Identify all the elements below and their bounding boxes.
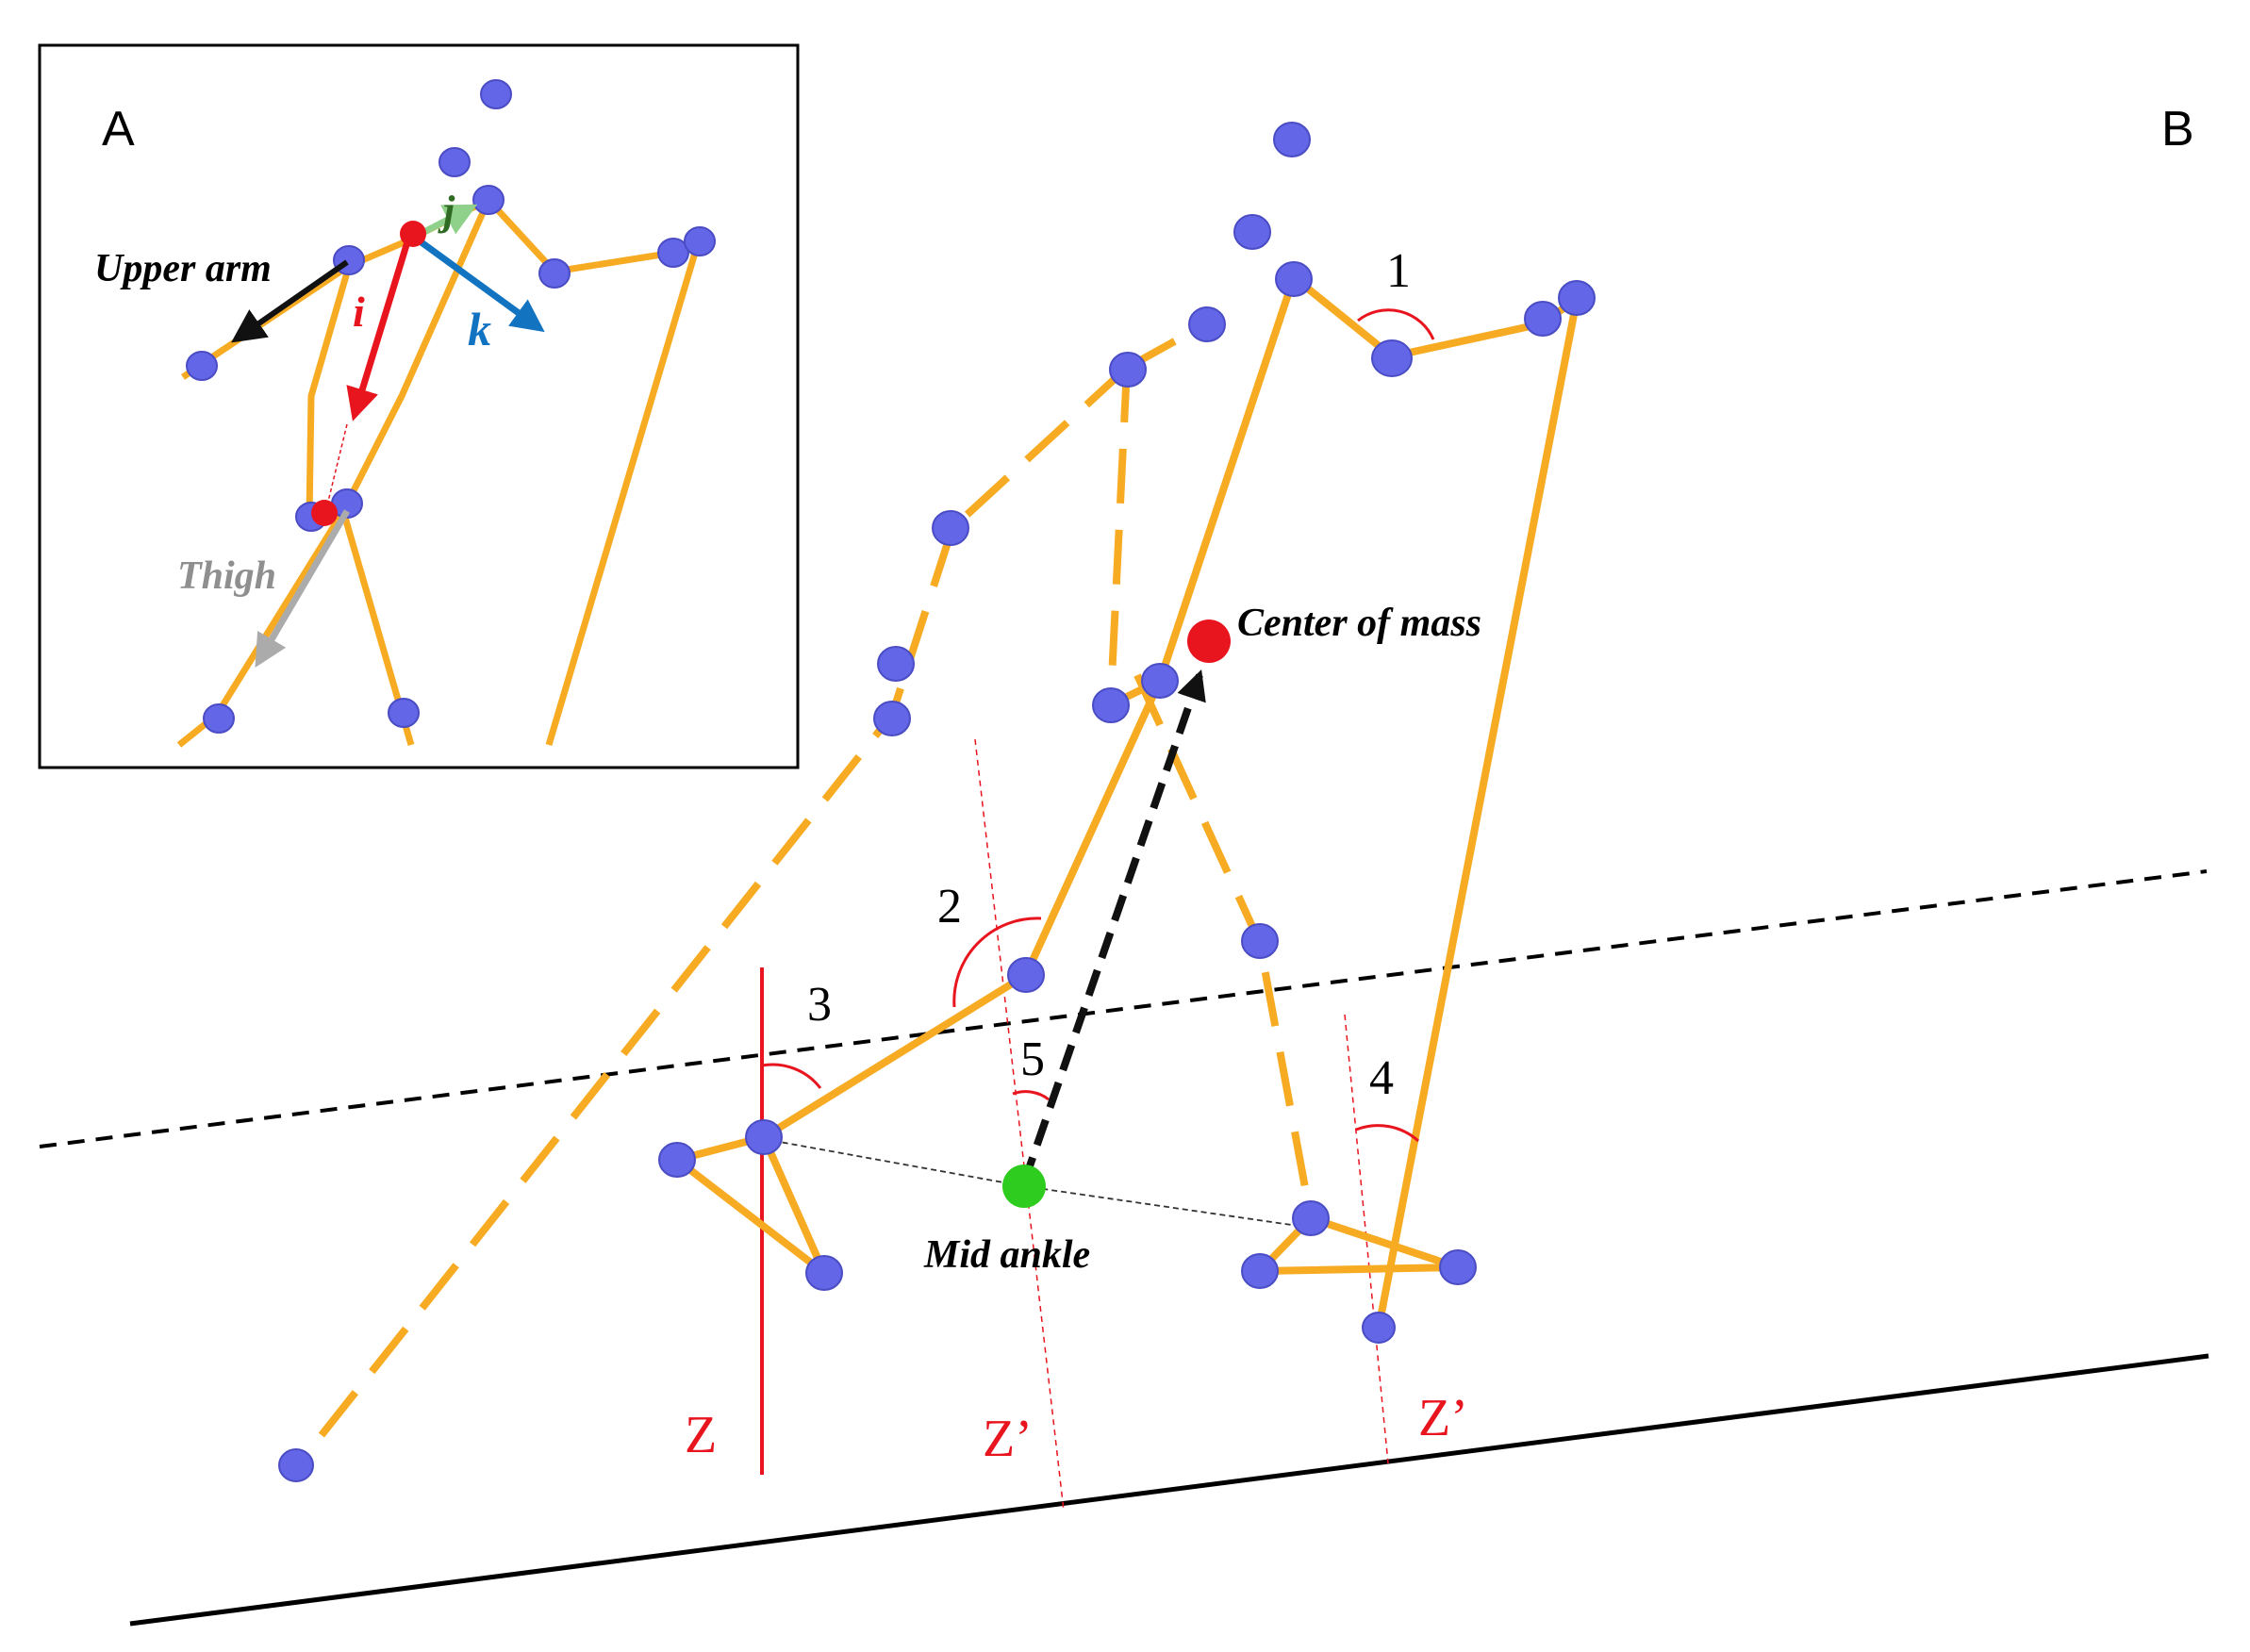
z-prime-label-right: Z’ [1418,1389,1468,1447]
panel-a-label: A [102,102,135,157]
thigh-label: Thigh [177,554,276,598]
panel-a-inset: A Upper arm Thigh i j k [38,43,800,769]
mid-ankle-dot [1002,1165,1046,1208]
panel-b-label: B [2161,102,2194,157]
angle-arc-2 [952,917,1042,1008]
angle-arc-5 [1012,1090,1050,1101]
reference-dashed-line [39,869,2208,1148]
thigh-vector [255,509,351,669]
axis-i-label: i [353,288,365,336]
ground-line [129,1353,2209,1627]
near-side-bones [673,273,1580,1331]
angle-label-5: 5 [1020,1032,1045,1086]
z-prime-label-mid: Z’ [983,1410,1033,1468]
inset-frame [38,43,800,769]
angle-arc-3 [761,1063,822,1089]
z-label: Z [685,1406,717,1464]
angle-label-4: 4 [1369,1051,1394,1105]
angle-label-3: 3 [807,978,832,1032]
angle-arcs [761,308,1435,1143]
angle-label-1: 1 [1386,244,1411,298]
angle-label-2: 2 [937,880,962,933]
axis-i-vector [346,234,413,421]
z-prime-line-right [1344,1014,1389,1464]
z-prime-line-mid [974,738,1065,1512]
upper-arm-label: Upper arm [94,247,272,290]
hip-origin-dot [311,500,338,526]
angle-arc-4 [1355,1124,1420,1143]
shoulder-origin-dot [400,221,426,247]
axis-k-vector [412,235,545,333]
joints-b [278,122,1596,1482]
com-vector-arrow [1020,669,1206,1184]
axis-k-label: k [468,303,491,355]
upper-arm-vector [231,259,349,343]
panel-b: B Center of mass Mid ankle 1 2 3 4 5 Z Z… [39,102,2209,1627]
center-of-mass-dot [1187,620,1231,663]
inset-dashed-extension [325,423,348,510]
mid-ankle-label: Mid ankle [923,1233,1090,1277]
angle-arc-1 [1357,308,1435,340]
center-of-mass-label: Center of mass [1237,602,1481,645]
